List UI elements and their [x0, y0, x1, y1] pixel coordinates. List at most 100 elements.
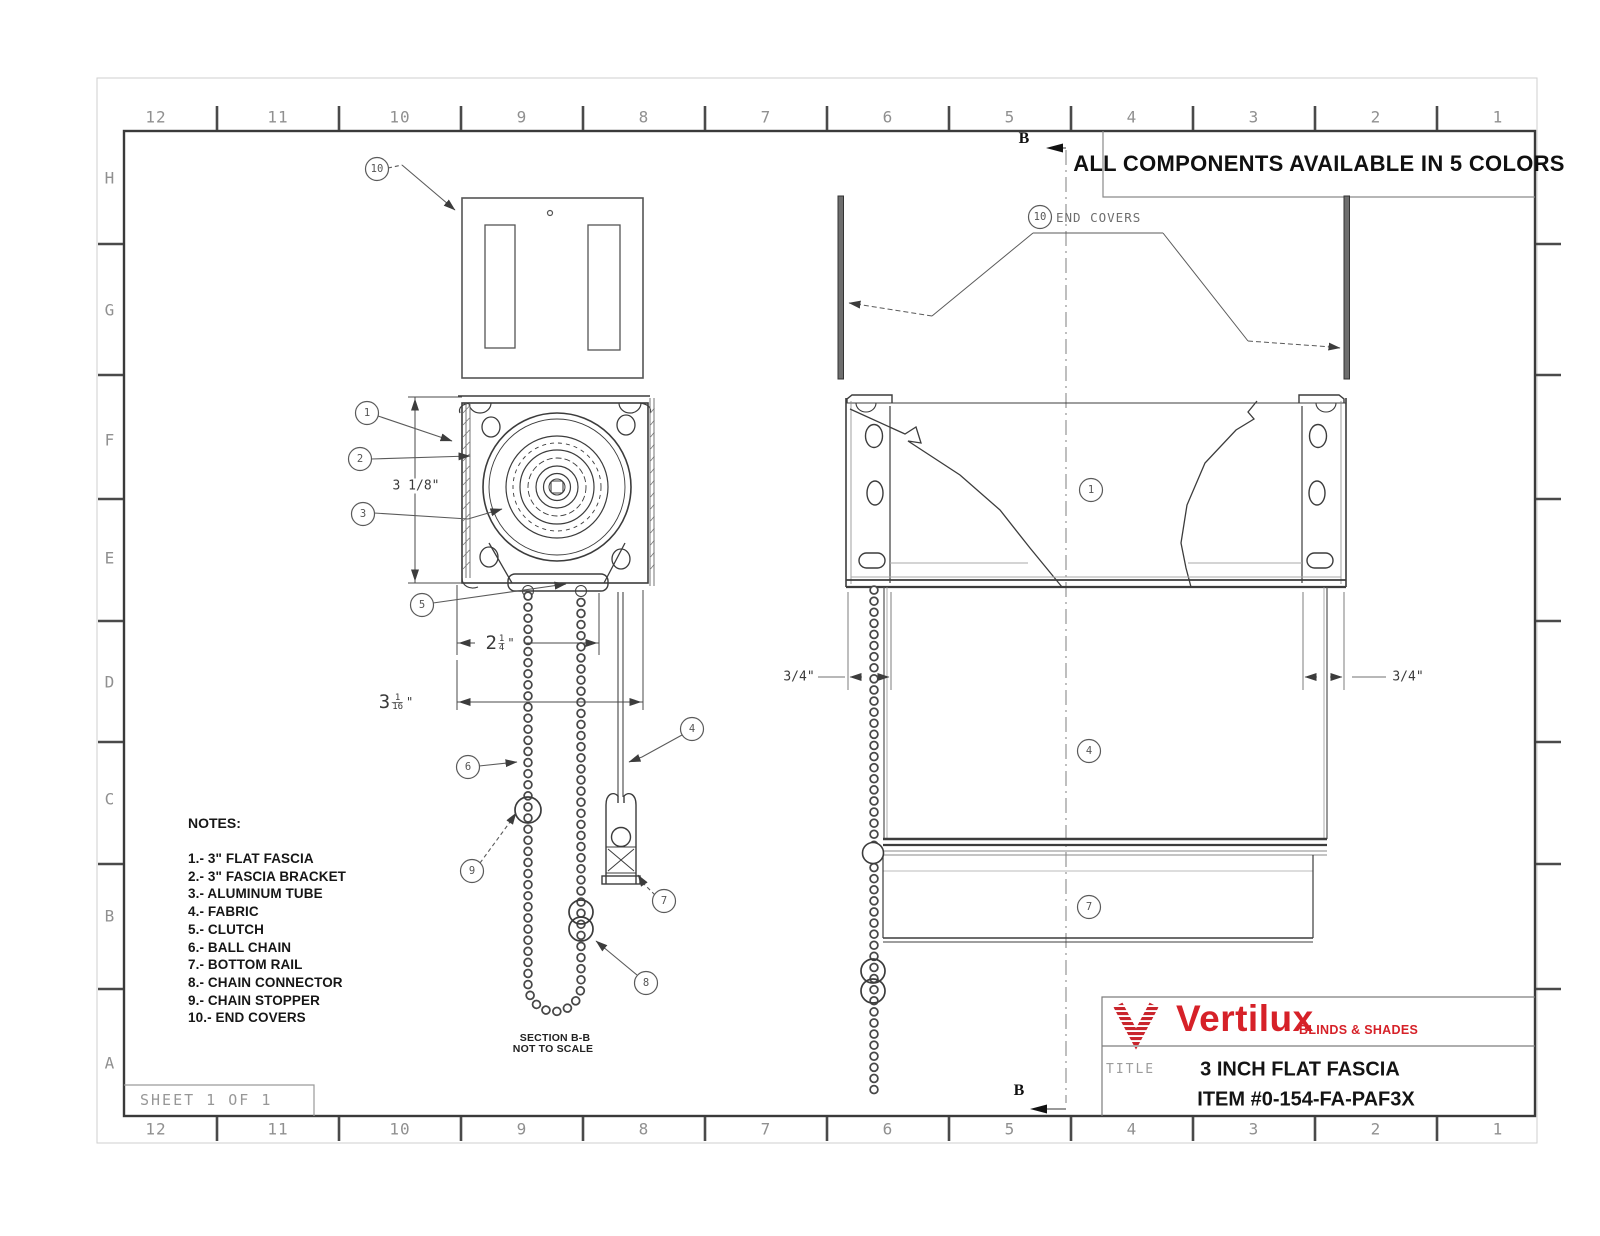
- balloon-leaders-section: [370, 415, 683, 976]
- product-title: 3 INCH FLAT FASCIA: [1200, 1058, 1400, 1081]
- fabric-strip-section: [617, 592, 624, 797]
- ruler-number-top-4: 4: [1126, 107, 1138, 127]
- note-item-10: 10.- END COVERS: [188, 1010, 306, 1026]
- clutch-section-view: [458, 395, 655, 597]
- item-number: ITEM #0-154-FA-PAF3X: [1197, 1088, 1415, 1111]
- ruler-number-top-10: 10: [389, 107, 411, 127]
- sheet-number-label: SHEET 1 OF 1: [140, 1091, 273, 1109]
- balloon-circle-end_covers_front: [1027, 204, 1053, 230]
- ruler-number-bottom-12: 12: [145, 1119, 167, 1139]
- balloon-circles: [347, 156, 1104, 996]
- dimension-unit: ": [406, 695, 414, 709]
- banner-text: ALL COMPONENTS AVAILABLE IN 5 COLORS: [1073, 151, 1565, 176]
- fraction-numerator: 1: [498, 633, 505, 644]
- balloon-circle-fabric_front: [1076, 738, 1102, 764]
- note-item-9: 9.- CHAIN STOPPER: [188, 992, 320, 1008]
- fascia-front-view: [845, 394, 1347, 589]
- dimension-offset-left: 3/4": [781, 669, 817, 685]
- dimension-clutch-height: 3 1/8": [390, 478, 442, 494]
- ruler-number-bottom-5: 5: [1004, 1119, 1016, 1139]
- balloon-fascia_front: 1: [1087, 484, 1095, 496]
- ruler-number-top-3: 3: [1248, 107, 1260, 127]
- section-marker-bottom: B: [1013, 1082, 1025, 1099]
- ruler-number-bottom-11: 11: [267, 1119, 289, 1139]
- ruler-number-top-6: 6: [882, 107, 894, 127]
- balloon-end_cover_top: 10: [370, 163, 384, 175]
- balloon-circle-fascia_front: [1078, 477, 1104, 503]
- balloon-chain_stopper: 9: [468, 865, 476, 877]
- balloon-circle-clutch_section: [409, 592, 435, 618]
- banner-box: [1102, 131, 1535, 198]
- end-cover-leader: [387, 164, 456, 211]
- ruler-number-bottom-9: 9: [516, 1119, 528, 1139]
- dimension-lines-front: [818, 592, 1386, 690]
- ruler-number-top-1: 1: [1492, 107, 1504, 127]
- balloon-circle-end_cover_top: [364, 156, 390, 182]
- balloon-circle-ball_chain: [455, 754, 481, 780]
- balloon-fascia_section: 1: [363, 407, 371, 419]
- bottom-rail-section: [601, 793, 641, 885]
- balloon-circle-bracket_section: [347, 446, 373, 472]
- balloon-circle-tube_section: [350, 501, 376, 527]
- balloon-circle-bottom_rail_front: [1076, 894, 1102, 920]
- balloon-circle-bottom_rail_section: [651, 888, 677, 914]
- note-item-7: 7.- BOTTOM RAIL: [188, 957, 303, 973]
- ruler-number-top-12: 12: [145, 107, 167, 127]
- vertilux-logo-icon: [1113, 1002, 1159, 1050]
- ruler-number-top-7: 7: [760, 107, 772, 127]
- end-covers-leader: [848, 232, 1341, 351]
- ruler-number-bottom-6: 6: [882, 1119, 894, 1139]
- balloon-fabric_section: 4: [688, 723, 696, 735]
- note-item-1: 1.- 3" FLAT FASCIA: [188, 851, 314, 866]
- ruler-letter-B: B: [104, 906, 116, 926]
- title-label: TITLE: [1106, 1062, 1156, 1077]
- balloon-ball_chain: 6: [464, 761, 472, 773]
- ruler-number-bottom-7: 7: [760, 1119, 772, 1139]
- dimension-offset-right: 3/4": [1390, 669, 1426, 685]
- ruler-number-top-5: 5: [1004, 107, 1016, 127]
- ruler-letter-D: D: [104, 672, 116, 692]
- fabric-front: [883, 587, 1328, 839]
- note-item-6: 6.- BALL CHAIN: [188, 939, 292, 955]
- note-item-8: 8.- CHAIN CONNECTOR: [188, 974, 343, 990]
- end-cover-bars: [837, 195, 1350, 380]
- note-item-2: 2.- 3" FASCIA BRACKET: [188, 868, 347, 884]
- ruler-number-bottom-1: 1: [1492, 1119, 1504, 1139]
- ruler-ticks: [98, 106, 1561, 1141]
- ruler-number-top-8: 8: [638, 107, 650, 127]
- dimension-whole: 3: [378, 691, 391, 713]
- ball-chain-loop: [514, 591, 594, 1017]
- balloon-bottom_rail_front: 7: [1085, 901, 1093, 913]
- sheet-number-box: [124, 1084, 315, 1116]
- balloon-clutch_section: 5: [418, 599, 426, 611]
- section-line: [1032, 147, 1067, 1110]
- ruler-letter-G: G: [104, 300, 116, 320]
- ruler-letter-A: A: [104, 1053, 116, 1073]
- ruler-number-bottom-3: 3: [1248, 1119, 1260, 1139]
- balloon-circle-fabric_section: [679, 716, 705, 742]
- note-item-5: 5.- CLUTCH: [188, 921, 264, 937]
- balloon-bracket_section: 2: [356, 453, 364, 465]
- ruler-letter-F: F: [104, 430, 116, 450]
- notes-heading: NOTES:: [188, 815, 241, 831]
- ruler-number-top-2: 2: [1370, 107, 1382, 127]
- balloon-tube_section: 3: [359, 508, 367, 520]
- ruler-letter-C: C: [104, 789, 116, 809]
- ruler-number-top-11: 11: [267, 107, 289, 127]
- dimension-whole: 2: [485, 632, 497, 654]
- ruler-letter-E: E: [104, 548, 116, 568]
- note-item-3: 3.- ALUMINUM TUBE: [188, 886, 323, 902]
- fraction-numerator: 1: [392, 693, 404, 703]
- ruler-letter-H: H: [104, 168, 116, 188]
- fraction-denominator: 16: [392, 701, 404, 712]
- section-caption-sub: NOT TO SCALE: [512, 1043, 594, 1055]
- end-covers-callout-label: END COVERS: [1056, 210, 1142, 225]
- title-block-frame: [1101, 996, 1535, 1116]
- balloon-circle-fascia_section: [354, 400, 380, 426]
